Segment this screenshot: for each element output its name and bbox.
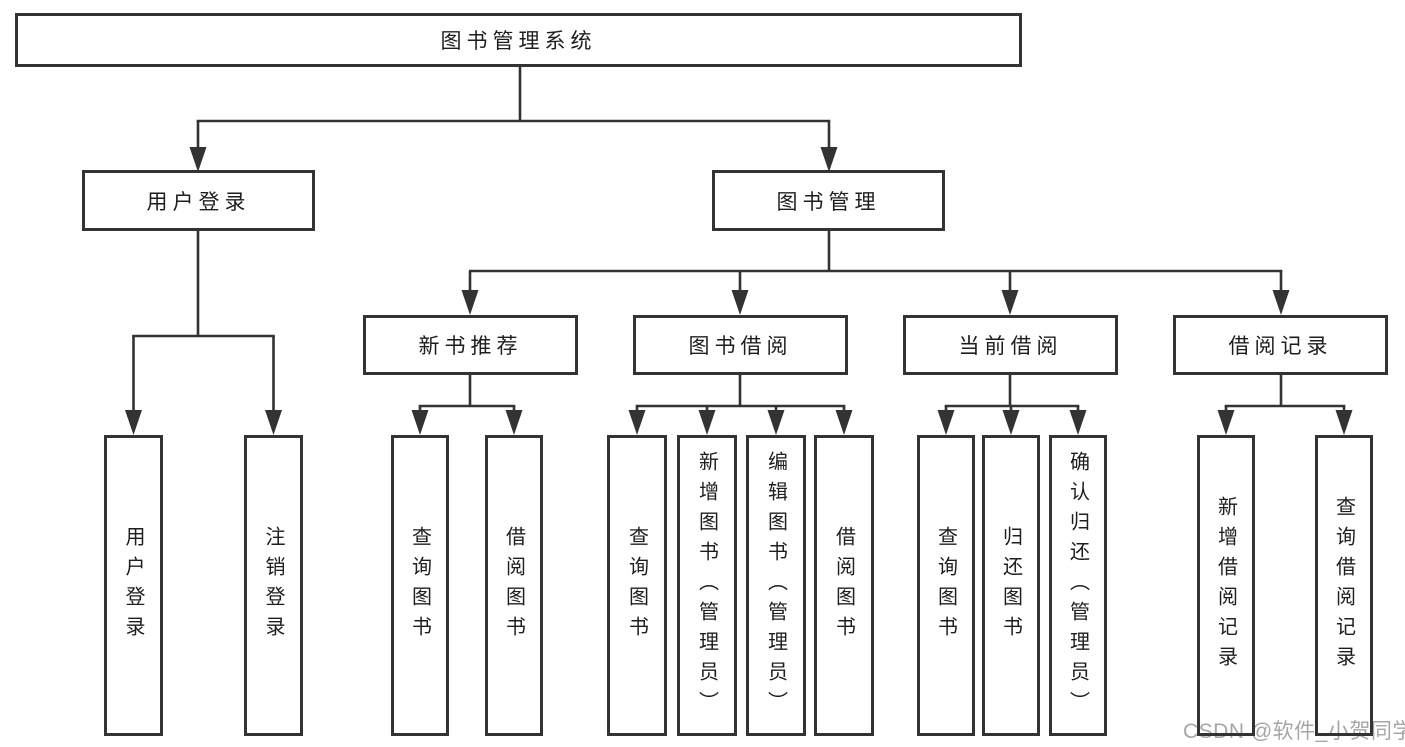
arrowhead-icons <box>125 147 1353 435</box>
leaf-newbook-query-books: 查询图书 <box>391 435 449 736</box>
leaf-borrowing-add-books-admin: 新增图书（管理员） <box>677 435 737 736</box>
leaf-current-confirm-return-admin: 确认归还（管理员） <box>1049 435 1107 736</box>
leaf-logout: 注销登录 <box>244 435 303 736</box>
leaf-borrowing-query-books: 查询图书 <box>607 435 667 736</box>
node-library-management-system: 图书管理系统 <box>15 13 1022 67</box>
node-user-login: 用户登录 <box>82 170 315 231</box>
leaf-user-login: 用户登录 <box>104 435 163 736</box>
node-borrowing-records: 借阅记录 <box>1173 315 1388 375</box>
node-book-management: 图书管理 <box>712 170 945 231</box>
leaf-borrowing-borrow-books: 借阅图书 <box>814 435 874 736</box>
node-book-borrowing: 图书借阅 <box>633 315 848 375</box>
leaf-records-query-record: 查询借阅记录 <box>1315 435 1373 736</box>
leaf-current-query-books: 查询图书 <box>917 435 975 736</box>
leaf-borrowing-edit-books-admin: 编辑图书（管理员） <box>746 435 806 736</box>
node-new-book-recommend: 新书推荐 <box>363 315 578 375</box>
leaf-newbook-borrow-books: 借阅图书 <box>485 435 543 736</box>
node-current-borrowing: 当前借阅 <box>903 315 1118 375</box>
leaf-current-return-books: 归还图书 <box>982 435 1040 736</box>
watermark: CSDN @软件_小贺同学 <box>1183 720 1405 743</box>
leaf-records-add-record: 新增借阅记录 <box>1197 435 1255 736</box>
